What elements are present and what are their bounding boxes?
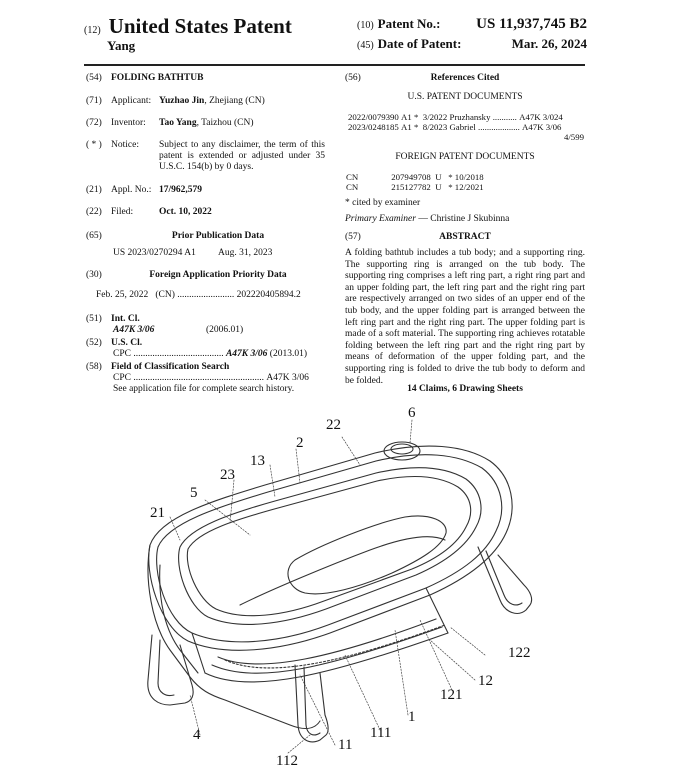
patent-date: Mar. 26, 2024 — [511, 36, 587, 51]
us-cl-label: U.S. Cl. — [111, 338, 143, 348]
patent-number: US 11,937,745 B2 — [476, 16, 587, 32]
code-52: (52) — [86, 338, 102, 348]
code-10: (10) — [357, 20, 374, 31]
patent-number-block: (10)Patent No.: US 11,937,745 B2 (45)Dat… — [357, 16, 587, 56]
left-leg — [147, 634, 194, 706]
applicant-label: Applicant: — [111, 96, 152, 106]
rim-outer — [148, 445, 513, 651]
ref-label-2: 2 — [296, 435, 304, 451]
bathtub-drawing — [147, 419, 533, 754]
document-type: United States Patent — [108, 14, 292, 38]
ref-label-122: 122 — [508, 645, 531, 661]
code-71: (71) — [86, 96, 102, 106]
code-22: (22) — [86, 207, 102, 217]
right-leg — [477, 546, 533, 614]
code-57: (57) — [345, 232, 361, 242]
us-docs-list: 2022/0079390 A1 * 3/2022 Pruzhansky ....… — [348, 112, 586, 142]
code-58: (58) — [86, 362, 102, 372]
rim-inner-2 — [186, 475, 472, 617]
appl-number: 17/962,579 — [159, 185, 203, 195]
ref-label-5: 5 — [190, 485, 198, 501]
left-ring — [147, 544, 321, 730]
ref-label-121: 121 — [440, 687, 463, 703]
code-21: (21) — [86, 185, 102, 195]
ref-label-112: 112 — [276, 753, 298, 769]
prior-pub-heading: Prior Publication Data — [171, 231, 265, 241]
applicant: Yuzhao Jin, Zhejiang (CN) — [159, 96, 265, 106]
rim-inner — [178, 467, 482, 625]
inventor-surname: Yang — [107, 38, 136, 53]
foreign-priority-heading: Foreign Application Priority Data — [149, 270, 287, 280]
ref-label-11: 11 — [338, 737, 353, 753]
front-leg — [294, 664, 329, 743]
prior-pub-date: Aug. 31, 2023 — [218, 248, 273, 258]
us-patent-docs-heading: U.S. PATENT DOCUMENTS — [407, 92, 523, 102]
abstract-text: A folding bathtub includes a tub body; a… — [345, 248, 585, 386]
us-doc-continuation: 4/599 — [563, 132, 584, 142]
ref-label-13: 13 — [250, 453, 265, 469]
tub-well — [287, 515, 447, 595]
foreign-docs-list: CN 207949708 U * 10/2018 CN 215127782 U … — [346, 172, 484, 192]
claims-summary: 14 Claims, 6 Drawing Sheets — [407, 384, 523, 394]
ref-label-1: 1 — [408, 709, 416, 725]
us-doc-row: 2023/0248185 A1 * 8/2023 Gabriel .......… — [348, 122, 562, 132]
us-cl-row: CPC ....................................… — [113, 349, 307, 359]
code-45: (45) — [357, 40, 374, 51]
plug-component — [383, 441, 421, 461]
code-72: (72) — [86, 118, 102, 128]
notice-text: Subject to any disclaimer, the term of t… — [159, 140, 325, 172]
foreign-doc-row: CN 207949708 U * 10/2018 — [346, 172, 484, 182]
notice-label: Notice: — [111, 140, 139, 150]
primary-examiner: Primary Examiner — Christine J Skubinna — [345, 214, 510, 224]
ref-label-111: 111 — [370, 725, 392, 741]
ref-label-6: 6 — [408, 405, 416, 421]
references-heading: References Cited — [430, 73, 500, 83]
ref-label-12: 12 — [478, 673, 493, 689]
code-12: (12) — [84, 25, 101, 36]
int-cl-class: A47K 3/06 — [113, 325, 155, 335]
tub-floor — [239, 536, 446, 606]
date-label: Date of Patent: — [377, 36, 462, 51]
appl-label: Appl. No.: — [111, 185, 152, 195]
field-search-note: See application file for complete search… — [113, 384, 295, 394]
ref-label-22: 22 — [326, 417, 341, 433]
invention-title: FOLDING BATHTUB — [111, 73, 204, 83]
ref-label-4: 4 — [193, 727, 201, 743]
prior-pub-number: US 2023/0270294 A1 — [113, 248, 196, 258]
header-rule — [84, 64, 585, 66]
filed-label: Filed: — [111, 207, 134, 217]
code-51: (51) — [86, 314, 102, 324]
ref-label-21: 21 — [150, 505, 165, 521]
code-notice: ( * ) — [86, 140, 102, 150]
int-cl-year: (2006.01) — [206, 325, 244, 335]
code-65: (65) — [86, 231, 102, 241]
patent-no-label: Patent No.: — [377, 16, 441, 31]
cited-by-examiner: * cited by examiner — [345, 198, 421, 208]
foreign-doc-row: CN 215127782 U * 12/2021 — [346, 182, 484, 192]
us-doc-row: 2022/0079390 A1 * 3/2022 Pruzhansky ....… — [348, 112, 563, 122]
inventor: Tao Yang, Taizhou (CN) — [159, 118, 254, 128]
filed-date: Oct. 10, 2022 — [159, 207, 212, 217]
field-search-label: Field of Classification Search — [111, 362, 230, 372]
code-54: (54) — [86, 73, 102, 83]
int-cl-label: Int. Cl. — [111, 314, 140, 324]
abstract-heading: ABSTRACT — [439, 232, 491, 242]
foreign-priority-row: Feb. 25, 2022 (CN) .....................… — [96, 290, 301, 300]
inventor-label: Inventor: — [111, 118, 146, 128]
field-search-row: CPC ....................................… — [113, 373, 309, 383]
patent-title-block: (12) United States Patent — [84, 14, 292, 39]
code-30: (30) — [86, 270, 102, 280]
foreign-docs-heading: FOREIGN PATENT DOCUMENTS — [395, 152, 535, 162]
ref-label-23: 23 — [220, 467, 235, 483]
code-56: (56) — [345, 73, 361, 83]
